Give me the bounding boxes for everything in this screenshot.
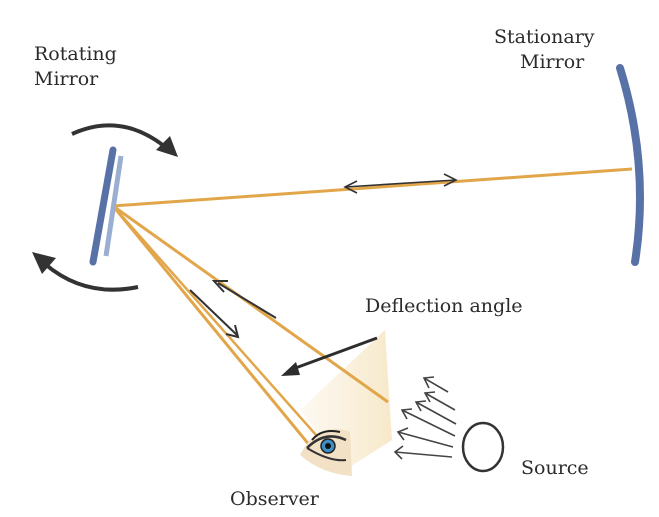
beam-direction-arrow	[343, 173, 458, 194]
beam-from-source	[112, 204, 389, 404]
rotating-mirror-label-line2: Mirror	[34, 68, 99, 90]
stationary-mirror	[616, 64, 644, 266]
rotating-mirror	[89, 146, 124, 266]
rotation-arrow-top	[71, 123, 178, 157]
observer-label: Observer	[230, 488, 319, 510]
rotation-arrow-bottom	[32, 252, 139, 292]
source-rays	[393, 376, 457, 460]
stationary-mirror-label: Stationary Mirror	[494, 25, 595, 75]
stationary-mirror-label-line1: Stationary	[494, 26, 595, 48]
rotating-mirror-label: Rotating Mirror	[34, 42, 117, 92]
beam-to-observer	[111, 205, 322, 459]
stationary-mirror-label-line2: Mirror	[520, 51, 585, 73]
observer-eye-icon	[300, 428, 352, 476]
rotating-mirror-label-line1: Rotating	[34, 43, 117, 65]
light-source	[461, 421, 505, 473]
deflection-angle-pointer	[281, 336, 378, 376]
source-label: Source	[521, 457, 589, 479]
beam-to-stationary-mirror	[112, 167, 633, 208]
beam-inner	[112, 205, 333, 454]
outgoing-beam-arrow	[189, 289, 240, 339]
deflection-angle-label: Deflection angle	[365, 295, 523, 317]
return-beam-arrow	[211, 280, 277, 319]
